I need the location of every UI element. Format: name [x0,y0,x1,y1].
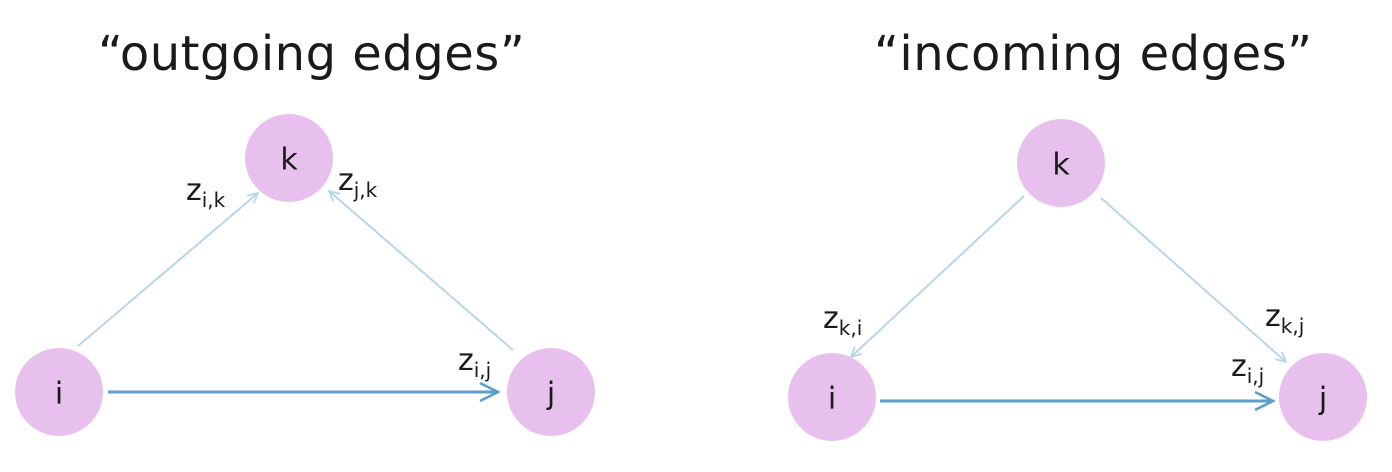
edge-label-sub: i,j [1247,364,1264,388]
node-k-label: k [1052,148,1070,183]
edge-label-z-ij: zi,j [458,343,491,382]
node-i: i [788,353,876,441]
edge-label-main: z [1265,299,1281,334]
edge-k-to-i [851,195,1025,357]
edge-label-sub: k,j [1281,314,1305,338]
edge-label-z-ik: zi,k [186,173,226,212]
node-i: i [15,348,103,436]
edge-label-z-kj: zk,j [1265,299,1304,338]
node-j: j [507,348,595,436]
edge-i-to-k [77,193,258,347]
node-i-label: i [55,377,63,412]
outgoing-edges-diagram: k i j zi,k zj,k zi,j [15,114,595,436]
edge-label-main: z [1231,349,1247,384]
node-k-label: k [280,143,298,178]
edge-label-main: z [458,343,474,378]
node-k: k [1017,119,1105,207]
edge-j-to-k [329,191,514,351]
edge-label-z-ij: zi,j [1231,349,1264,388]
edge-label-main: z [338,163,354,198]
edge-label-main: z [823,301,839,336]
edge-label-main: z [186,173,202,208]
edge-label-sub: i,j [474,358,491,382]
node-j-label: j [1318,382,1327,417]
incoming-edges-diagram: k i j zk,i zk,j zi,j [788,119,1367,441]
node-j-label: j [546,377,555,412]
edge-label-z-ki: zk,i [823,301,862,340]
edge-label-sub: j,k [353,178,378,202]
edge-k-to-j [1100,197,1286,362]
node-j: j [1279,353,1367,441]
incoming-edges-title: “incoming edges” [874,26,1313,82]
edge-label-sub: k,i [839,316,863,340]
edge-label-z-jk: zj,k [338,163,378,202]
node-i-label: i [828,382,836,417]
outgoing-edges-title: “outgoing edges” [98,26,526,82]
edge-label-sub: i,k [202,188,226,212]
node-k: k [245,114,333,202]
